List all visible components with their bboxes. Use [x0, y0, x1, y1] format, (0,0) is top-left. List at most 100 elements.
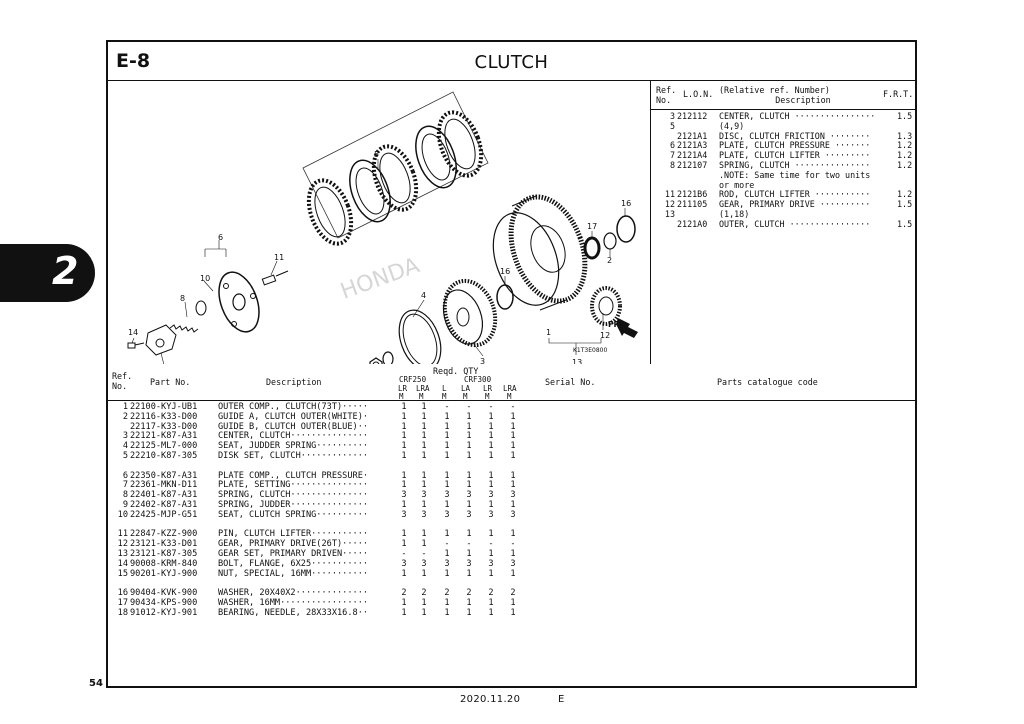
quantity-cell: 1 [444, 421, 450, 432]
quantity-cell: 3 [466, 509, 472, 520]
chapter-tab: 2 [0, 244, 95, 302]
quantity-cell: - [466, 402, 472, 412]
quantity-cell: 3 [466, 558, 472, 569]
quantity-cell: 1 [444, 529, 450, 540]
quantity-cell: 1 [421, 499, 427, 510]
catalogue-code-header: Parts catalogue code [717, 377, 818, 387]
quantity-cell: 1 [510, 597, 516, 608]
svg-text:14: 14 [128, 328, 138, 337]
quantity-cell: 1 [421, 421, 427, 432]
description-cell: WASHER, 20X40X2·············· [218, 588, 369, 599]
part-number-cell: 22361-MKN-D11 [130, 480, 198, 491]
quantity-cell: 1 [488, 431, 494, 442]
quantity-cell: 1 [488, 421, 494, 432]
part-number-cell: 22401-K87-A31 [130, 490, 198, 501]
quantity-cell: 3 [444, 509, 450, 520]
ref-number-cell: 16 [117, 588, 128, 599]
col-head: LRA [503, 384, 517, 393]
svg-text:FR.: FR. [608, 320, 623, 329]
description-cell: BEARING, NEEDLE, 28X33X16.8·· [218, 607, 369, 618]
quantity-cell: - [444, 539, 450, 550]
quantity-cell: 1 [488, 499, 494, 510]
description-cell: SPRING, CLUTCH··············· [218, 490, 369, 501]
ref-number-cell: 18 [117, 607, 128, 618]
quantity-cell: 1 [401, 568, 407, 579]
quantity-cell: 2 [444, 588, 450, 599]
quantity-cell: 1 [488, 411, 494, 422]
col-head: LA [461, 384, 471, 393]
quantity-cell: 1 [466, 568, 472, 579]
description-cell: SEAT, JUDDER SPRING·········· [218, 441, 369, 452]
part-number-cell: 90201-KYJ-900 [130, 568, 198, 579]
description-cell: NUT, SPECIAL, 16MM··········· [218, 568, 369, 579]
quantity-cell: 1 [466, 607, 472, 618]
quantity-cell: 1 [510, 548, 516, 559]
ref-number-cell: 17 [117, 597, 128, 608]
clutch-outer [492, 194, 588, 311]
serial-no-header: Serial No. [545, 377, 596, 387]
rel-lon-header: L.O.N. [683, 89, 714, 99]
reqd-qty-header: Reqd. QTY [433, 366, 479, 376]
lifter-pin [261, 270, 289, 286]
quantity-cell: 1 [421, 402, 427, 412]
quantity-cell: 1 [421, 411, 427, 422]
col-head: LR [483, 384, 493, 393]
svg-text:3: 3 [480, 357, 485, 364]
quantity-cell: 3 [444, 490, 450, 501]
clutch-plates [306, 110, 484, 246]
quantity-cell: 1 [401, 431, 407, 442]
table-row: 13(1,18) [664, 208, 750, 219]
description-cell: BOLT, FLANGE, 6X25··········· [218, 558, 369, 569]
quantity-cell: 1 [510, 450, 516, 461]
quantity-cell: - [510, 539, 516, 550]
description-cell: GUIDE A, CLUTCH OUTER(WHITE)· [218, 411, 369, 422]
part-number-cell: 91012-KYJ-901 [130, 607, 198, 618]
quantity-cell: 1 [401, 450, 407, 461]
quantity-cell: 1 [421, 431, 427, 442]
chapter-number: 2 [52, 249, 79, 293]
svg-text:8: 8 [180, 294, 185, 303]
part-no-header: Part No. [150, 377, 191, 387]
quantity-cell: 1 [466, 548, 472, 559]
quantity-cell: - [466, 539, 472, 550]
description-cell: PLATE, SETTING··············· [218, 480, 369, 491]
quantity-cell: 1 [421, 441, 427, 452]
ref-number-cell: 12 [117, 539, 128, 550]
ref-number-cell: 1 [122, 402, 128, 412]
quantity-cell: 1 [510, 411, 516, 422]
quantity-cell: 1 [466, 499, 472, 510]
quantity-cell: 1 [510, 421, 516, 432]
col-head: LR [398, 384, 408, 393]
part-number-cell: 90404-KVK-900 [130, 588, 198, 599]
section-title: CLUTCH [474, 52, 549, 73]
description-header: Description [266, 377, 322, 387]
col-head: M [399, 392, 404, 401]
part-number-cell: 90434-KPS-900 [130, 597, 198, 608]
quantity-cell: 1 [466, 450, 472, 461]
clutch-center [442, 278, 498, 348]
quantity-cell: 1 [444, 597, 450, 608]
ref-number-cell: 3 [122, 431, 128, 442]
catalogue-page-frame: E-8 CLUTCH HONDA [106, 40, 917, 688]
quantity-cell: 1 [401, 539, 407, 550]
description-cell: GUIDE B, CLUTCH OUTER(BLUE)·· [218, 421, 369, 432]
page-header: E-8 CLUTCH [108, 42, 915, 81]
quantity-cell: 2 [510, 588, 516, 599]
model-b-header: CRF300 [464, 375, 492, 384]
part-number-cell: 22100-KYJ-UB1 [130, 402, 198, 412]
col-head: M [463, 392, 468, 401]
quantity-cell: 1 [401, 529, 407, 540]
quantity-cell: 1 [421, 470, 427, 481]
ref-number-cell: 7 [122, 480, 128, 491]
quantity-cell: 3 [401, 558, 407, 569]
quantity-cell: 2 [421, 588, 427, 599]
svg-text:11: 11 [274, 253, 284, 262]
quantity-cell: 1 [510, 568, 516, 579]
